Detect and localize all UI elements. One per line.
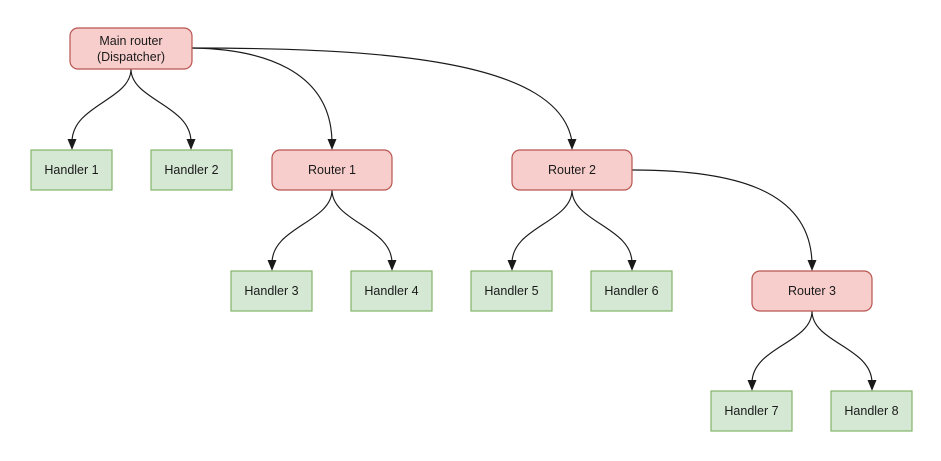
node-shape[interactable] <box>30 149 113 191</box>
node-router-1[interactable]: Router 1 <box>271 149 393 191</box>
edge-path <box>191 47 573 143</box>
arrowhead-icon <box>327 139 337 150</box>
edge-main-to-handler-2 <box>130 68 196 150</box>
arrowhead-icon <box>807 260 817 271</box>
node-shape[interactable] <box>830 390 913 432</box>
node-handler-1[interactable]: Handler 1 <box>30 149 113 191</box>
node-shape[interactable] <box>751 270 873 312</box>
node-shape[interactable] <box>271 149 393 191</box>
edge-main-to-handler-1 <box>67 68 132 150</box>
edge-path <box>811 310 873 384</box>
node-handler-7[interactable]: Handler 7 <box>710 390 793 432</box>
edge-router-3-to-handler-8 <box>811 310 877 391</box>
node-shape[interactable] <box>150 149 233 191</box>
edge-path <box>571 189 633 264</box>
node-handler-6[interactable]: Handler 6 <box>590 270 673 312</box>
node-handler-4[interactable]: Handler 4 <box>350 270 433 312</box>
edge-router-2-to-handler-5 <box>507 189 573 271</box>
node-layer: Main router (Dispatcher) Handler 1 Handl… <box>30 27 913 432</box>
arrowhead-icon <box>627 260 637 271</box>
edge-router-1-to-handler-3 <box>267 189 333 271</box>
edge-layer <box>67 47 877 391</box>
node-shape[interactable] <box>710 390 793 432</box>
node-router-2[interactable]: Router 2 <box>511 149 633 191</box>
edge-path <box>130 68 192 143</box>
edge-main-to-router-2 <box>191 47 577 150</box>
node-shape[interactable] <box>511 149 633 191</box>
edge-path <box>331 189 393 264</box>
node-handler-3[interactable]: Handler 3 <box>230 270 313 312</box>
node-handler-8[interactable]: Handler 8 <box>830 390 913 432</box>
edge-main-to-router-1 <box>191 47 337 150</box>
arrowhead-icon <box>567 139 577 150</box>
arrowhead-icon <box>747 380 757 391</box>
edge-router-2-to-handler-6 <box>571 189 637 271</box>
edge-router-2-to-router-3 <box>631 169 817 271</box>
node-shape[interactable] <box>230 270 313 312</box>
arrowhead-icon <box>67 139 77 150</box>
node-shape[interactable] <box>69 27 193 70</box>
node-main-router[interactable]: Main router (Dispatcher) <box>69 27 193 70</box>
edge-path <box>71 68 132 143</box>
node-handler-5[interactable]: Handler 5 <box>470 270 553 312</box>
edge-path <box>751 310 813 384</box>
edge-path <box>271 189 333 264</box>
edge-path <box>511 189 573 264</box>
arrowhead-icon <box>867 380 877 391</box>
edge-path <box>631 169 813 264</box>
node-handler-2[interactable]: Handler 2 <box>150 149 233 191</box>
edge-router-3-to-handler-7 <box>747 310 813 391</box>
node-shape[interactable] <box>590 270 673 312</box>
edge-router-1-to-handler-4 <box>331 189 397 271</box>
arrowhead-icon <box>267 260 277 271</box>
node-router-3[interactable]: Router 3 <box>751 270 873 312</box>
arrowhead-icon <box>507 260 517 271</box>
edge-path <box>191 47 333 143</box>
node-shape[interactable] <box>470 270 553 312</box>
arrowhead-icon <box>387 260 397 271</box>
arrowhead-icon <box>186 139 196 150</box>
node-shape[interactable] <box>350 270 433 312</box>
